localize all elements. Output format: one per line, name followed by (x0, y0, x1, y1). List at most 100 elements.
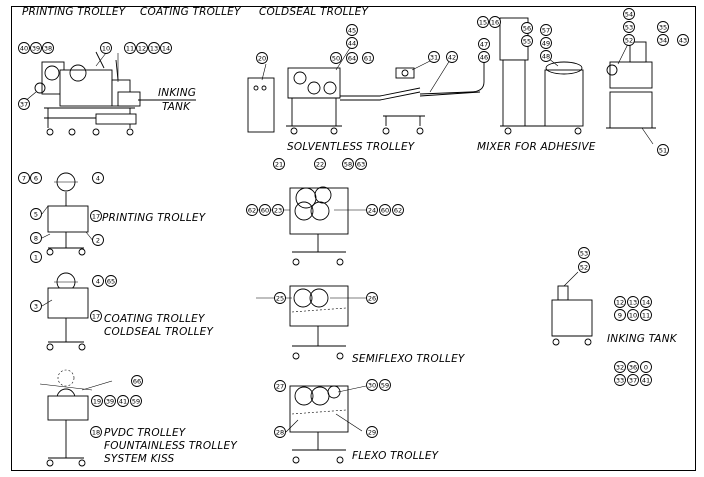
bubble-4b: 4 (96, 277, 100, 285)
bubble-53b: 53 (580, 249, 588, 257)
label-fountainless-trolley: FOUNTAINLESS TROLLEY (104, 440, 238, 452)
bubble-22: 22 (316, 160, 324, 168)
label-printing-trolley: PRINTING TROLLEY (102, 212, 207, 224)
bubble-50: 50 (332, 54, 340, 62)
bubble-35: 35 (659, 23, 667, 31)
bubble-58: 58 (344, 160, 352, 168)
bubble-62b: 62 (394, 206, 402, 214)
bubble-k13: 13 (629, 298, 637, 306)
bubble-13: 13 (150, 44, 158, 52)
bubble-53: 53 (625, 23, 633, 31)
bubble-40: 40 (20, 44, 28, 52)
bubble-54: 54 (625, 10, 633, 18)
title-coating-trolley: COATING TROLLEY (140, 6, 242, 18)
bubble-7: 7 (22, 174, 26, 182)
inking-tank-diagram (551, 271, 593, 346)
label-system-kiss: SYSTEM KISS (104, 453, 174, 465)
bubble-39b: 39 (106, 397, 114, 405)
bubble-41: 41 (119, 397, 127, 405)
label-inking-top-2: TANK (162, 101, 191, 113)
label-solventless-trolley: SOLVENTLESS TROLLEY (287, 141, 416, 153)
bubble-52: 52 (625, 36, 633, 44)
bubble-45: 45 (348, 26, 356, 34)
bubble-k37: 37 (629, 376, 637, 384)
bubble-5: 5 (34, 210, 38, 218)
bubble-37: 37 (20, 100, 28, 108)
drawing-frame (11, 6, 696, 471)
bubble-11: 11 (126, 44, 134, 52)
bubble-6: 6 (34, 174, 38, 182)
bubble-64: 64 (348, 54, 356, 62)
bubble-20: 20 (258, 54, 266, 62)
bubble-14: 14 (162, 44, 170, 52)
bubble-19: 19 (93, 397, 101, 405)
bubble-k14: 14 (642, 298, 650, 306)
center-trolley-diagram (289, 186, 349, 266)
bubble-k10: 10 (629, 311, 637, 319)
bubble-24: 24 (368, 206, 376, 214)
label-flexo-trolley: FLEXO TROLLEY (352, 450, 440, 462)
bubble-k32: 32 (616, 363, 624, 371)
flexo-trolley-diagram (289, 385, 349, 464)
bubble-k12: 12 (616, 298, 624, 306)
bubble-17: 17 (92, 212, 100, 220)
bubble-21: 21 (275, 160, 283, 168)
bubble-44: 44 (348, 39, 356, 47)
bubble-59: 59 (132, 397, 140, 405)
bubble-4: 4 (96, 174, 100, 182)
mixer-for-adhesive-machine (419, 17, 656, 135)
coating-trolley-diagram (46, 272, 89, 351)
bubble-48: 48 (542, 52, 550, 60)
bubble-61: 61 (364, 54, 372, 62)
bubble-15: 15 (479, 18, 487, 26)
bubble-47: 47 (480, 40, 488, 48)
bubble-59b: 59 (381, 381, 389, 389)
bubble-29: 29 (368, 428, 376, 436)
bubble-66: 66 (133, 377, 141, 385)
label-coating-trolley: COATING TROLLEY (104, 313, 206, 325)
title-printing-trolley: PRINTING TROLLEY (22, 6, 127, 18)
bubble-62: 62 (248, 206, 256, 214)
bubble-1: 1 (34, 253, 38, 261)
bubble-51: 51 (659, 146, 667, 154)
label-coldseal-trolley: COLDSEAL TROLLEY (104, 326, 215, 338)
bubble-18: 18 (92, 428, 100, 436)
bubble-28: 28 (276, 428, 284, 436)
label-semiflexo-trolley: SEMIFLEXO TROLLEY (352, 353, 466, 365)
title-coldseal-trolley: COLDSEAL TROLLEY (259, 6, 370, 18)
bubble-34: 34 (659, 36, 667, 44)
bubble-17b: 17 (92, 312, 100, 320)
label-inking-top-1: INKING (158, 87, 196, 99)
bubble-52b: 52 (580, 263, 588, 271)
bubble-8: 8 (34, 234, 38, 242)
bubble-3: 3 (34, 302, 38, 310)
bubble-k41: 41 (642, 376, 650, 384)
label-pvdc-trolley: PVDC TROLLEY (104, 427, 187, 439)
bubble-30: 30 (368, 381, 376, 389)
printing-trolley-diagram (46, 172, 89, 256)
bubble-10: 10 (102, 44, 110, 52)
semiflexo-trolley-diagram (289, 285, 349, 360)
bubble-27: 27 (276, 382, 284, 390)
bubble-57: 57 (542, 26, 550, 34)
bubble-k9: 9 (618, 311, 622, 319)
label-inking-tank: INKING TANK (607, 333, 678, 345)
bubble-31: 31 (430, 53, 438, 61)
bubble-65: 65 (107, 277, 115, 285)
bubble-49: 49 (542, 39, 550, 47)
bubble-55: 55 (523, 37, 531, 45)
bubble-43: 43 (679, 36, 687, 44)
bubble-k33: 33 (616, 376, 624, 384)
leader-lines (23, 43, 654, 433)
bubble-60: 60 (261, 206, 269, 214)
pvdc-trolley-diagram (39, 369, 93, 467)
bubble-16: 16 (491, 18, 499, 26)
label-mixer-for-adhesive: MIXER FOR ADHESIVE (477, 141, 596, 153)
bubble-25: 25 (276, 294, 284, 302)
bubble-2: 2 (96, 236, 100, 244)
bubble-k36: 36 (629, 363, 637, 371)
bubble-26: 26 (368, 294, 376, 302)
bubble-63: 63 (357, 160, 365, 168)
bubble-60b: 60 (381, 206, 389, 214)
